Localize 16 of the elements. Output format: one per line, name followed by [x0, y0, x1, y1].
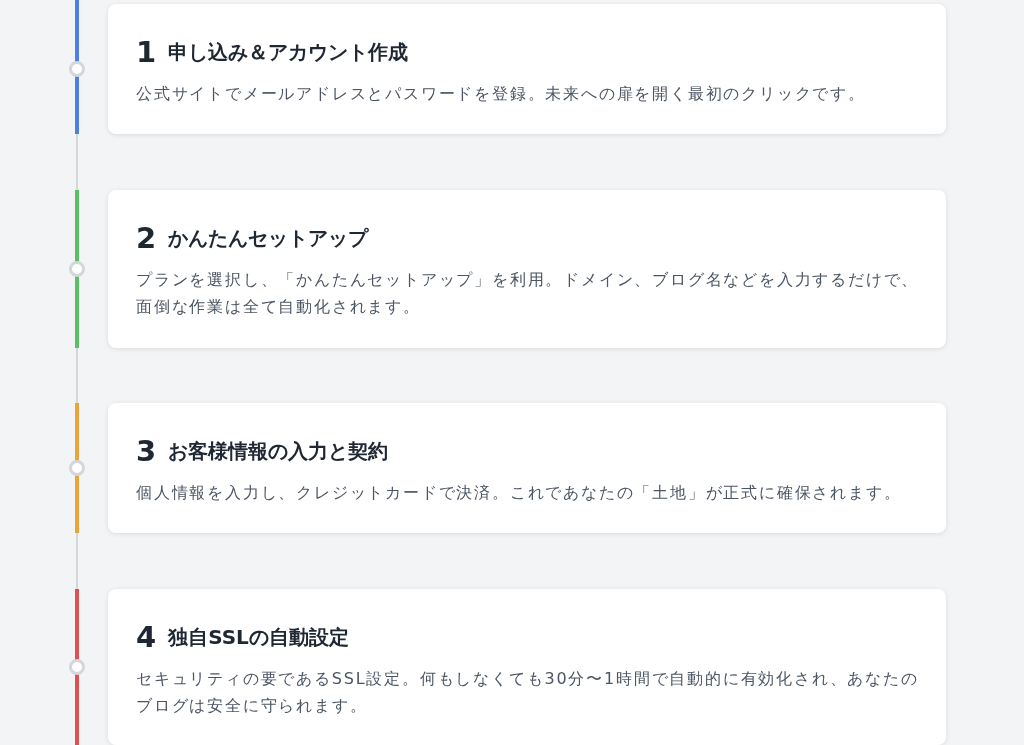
step-title: 申し込み＆アカウント作成: [168, 39, 409, 66]
step-card: [108, 589, 946, 745]
step-number: 2: [136, 220, 157, 256]
step-number: 1: [136, 34, 157, 70]
step-card: [108, 4, 946, 134]
step-description: セキュリティの要であるSSL設定。何もしなくても30分〜1時間で自動的に有効化され、あなたのブログは安全に守られます。: [136, 668, 920, 717]
step-description: 公式サイトでメールアドレスとパスワードを登録。未来への扉を開く最初のクリックです。: [136, 83, 867, 105]
step-number: 4: [136, 619, 157, 655]
step-card: [108, 190, 946, 348]
step-title: かんたんセットアップ: [168, 225, 369, 252]
step-number: 3: [136, 433, 157, 469]
step-title: 独自SSLの自動設定: [168, 624, 349, 651]
step-card: [108, 403, 946, 533]
step-title: お客様情報の入力と契約: [168, 438, 389, 465]
step-description: プランを選択し、「かんたんセットアップ」を利用。ドメイン、ブログ名などを入力するだけで、面倒な作業は全て自動化されます。: [136, 269, 921, 318]
step-description: 個人情報を入力し、クレジットカードで決済。これであなたの「土地」が正式に確保されます。: [136, 482, 903, 504]
